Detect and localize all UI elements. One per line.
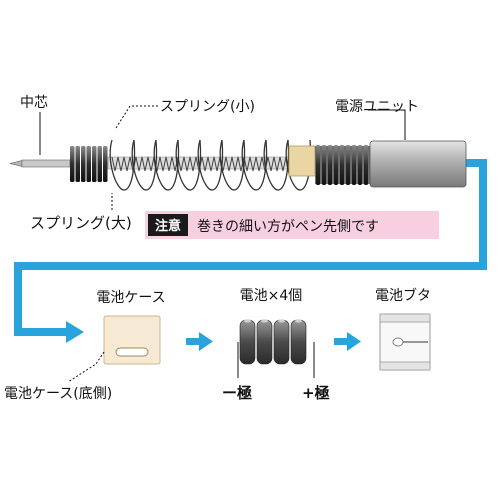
grip-ridge — [70, 146, 75, 182]
grip-ridge — [103, 146, 108, 182]
grip-ridge — [92, 146, 97, 182]
thread-ridge — [346, 145, 350, 185]
large-spring-loop — [131, 139, 158, 191]
thread-ridge — [358, 145, 362, 185]
brass-connector — [288, 145, 316, 177]
needle-tip — [9, 160, 23, 167]
battery-cell — [273, 319, 290, 365]
small-spring — [111, 156, 293, 172]
step-arrows — [186, 332, 361, 351]
large-spring-loop — [153, 139, 180, 191]
flow-segment-down-right — [479, 159, 487, 269]
battery-cell-highlight — [278, 319, 285, 323]
flow-arrowhead-case — [66, 321, 84, 343]
thread-ridge — [322, 145, 326, 185]
label-minus-pole: ー極 — [222, 384, 252, 402]
notice-background — [145, 211, 439, 239]
battery-cap-rim-top — [379, 313, 431, 323]
large-spring — [109, 139, 312, 191]
label-battery-case-bottom: 電池ケース(底側) — [4, 386, 112, 402]
thread-ridge — [316, 145, 320, 185]
flow-segment-into-case — [14, 328, 68, 336]
large-spring-loop — [175, 139, 202, 191]
thread-ridge — [364, 145, 368, 185]
grooved-grip — [70, 146, 108, 182]
battery-stack: 電池×4個 ー極 +極 — [222, 288, 330, 402]
large-spring-loop — [241, 139, 268, 191]
flow-segment-down-left — [14, 262, 22, 336]
grip-ridge — [75, 146, 80, 182]
core-shaft — [21, 159, 71, 168]
battery-cell — [239, 319, 256, 365]
thread-ridge — [328, 145, 332, 185]
arrow-case-to-batteries — [186, 332, 213, 351]
battery-case: 電池ケース — [67, 290, 166, 383]
battery-cell-highlight — [295, 319, 302, 323]
grip-ridge — [81, 146, 86, 182]
battery-cell — [290, 319, 307, 365]
battery-case-body — [103, 315, 161, 365]
power-unit-body — [369, 140, 467, 188]
notice-text: 巻きの細い方がペン先側です — [197, 219, 379, 235]
flow-segment-right — [466, 159, 486, 167]
label-core: 中芯 — [20, 95, 48, 111]
callout-power-unit — [368, 109, 406, 140]
battery-cells — [239, 319, 307, 365]
battery-case-slot — [115, 347, 149, 357]
label-battery-x4: 電池×4個 — [240, 288, 303, 304]
label-small-spring: スプリング(小) — [160, 99, 255, 115]
grip-ridge — [86, 146, 91, 182]
battery-cap: 電池ブタ — [375, 287, 431, 371]
callout-small-spring — [115, 105, 158, 129]
threaded-section — [315, 145, 370, 185]
label-plus-pole: +極 — [302, 384, 330, 402]
battery-cap-rim-bottom — [379, 361, 431, 371]
grip-ridge — [97, 146, 102, 182]
thread-ridge — [352, 145, 356, 185]
arrow-batteries-to-cap — [334, 332, 361, 351]
large-spring-loop — [109, 139, 136, 191]
battery-cell — [256, 319, 273, 365]
large-spring-loop — [219, 139, 246, 191]
pen-assembly — [9, 139, 467, 191]
label-large-spring: スプリング(大) — [30, 214, 132, 232]
notice-badge — [148, 214, 188, 236]
battery-cell-highlight — [261, 319, 268, 323]
battery-cap-hole — [392, 337, 404, 347]
flow-path — [14, 159, 487, 343]
notice-banner: 注意 巻きの細い方がペン先側です — [145, 211, 439, 239]
callout-case-bottom — [67, 351, 105, 383]
large-spring-loop — [197, 139, 224, 191]
label-battery-case: 電池ケース — [96, 290, 165, 306]
callout-lines — [39, 105, 406, 210]
battery-cell-highlight — [244, 319, 251, 323]
label-power-unit: 電源ユニット — [335, 99, 419, 115]
thread-ridge — [334, 145, 338, 185]
small-spring-coil — [111, 156, 293, 172]
thread-ridge — [340, 145, 344, 185]
large-spring-loop — [263, 139, 290, 191]
notice-badge-label: 注意 — [155, 218, 181, 234]
flow-segment-horizontal — [14, 262, 487, 270]
label-battery-cap: 電池ブタ — [375, 287, 431, 304]
